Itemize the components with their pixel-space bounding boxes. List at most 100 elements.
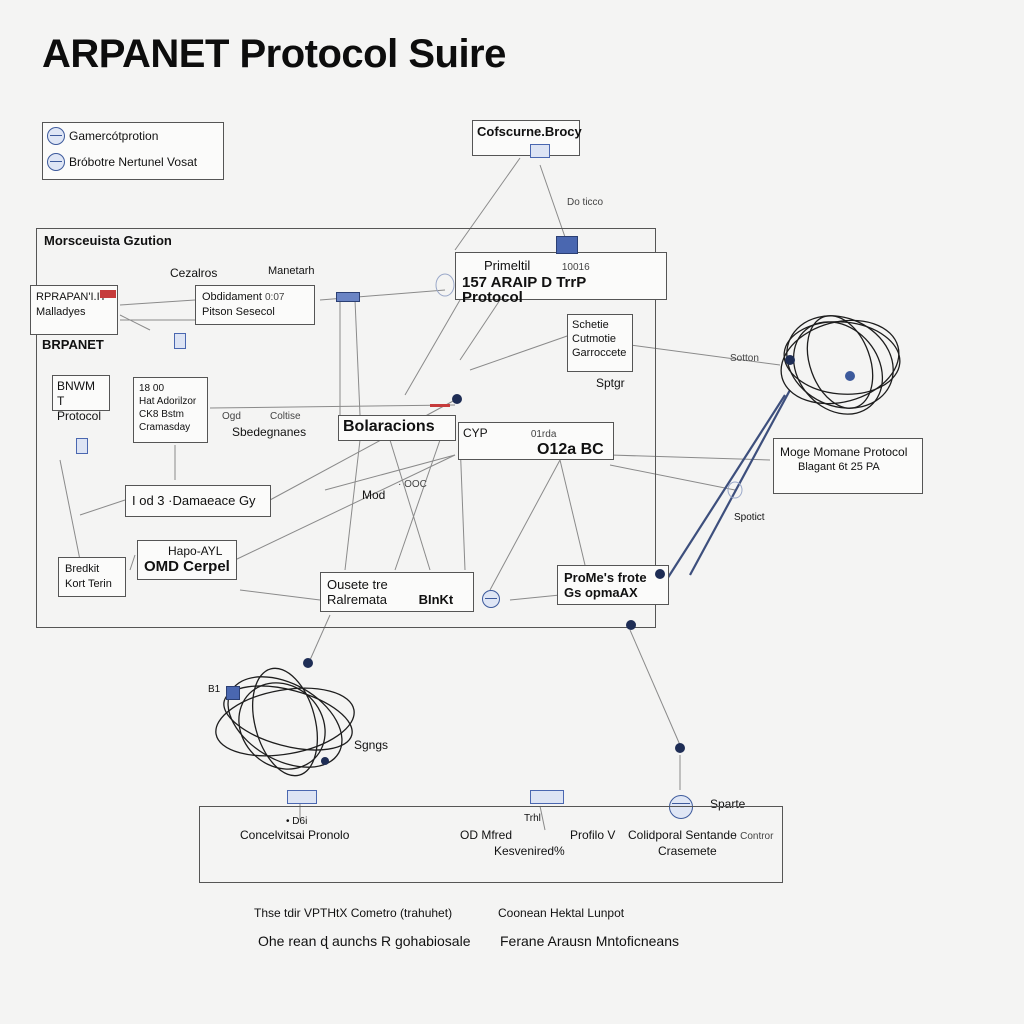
bottom-label: Kesvenired% xyxy=(494,844,565,858)
node-icon xyxy=(556,236,578,254)
node-line: Gs opmaAX xyxy=(564,585,638,600)
node-label: Coltise xyxy=(270,411,301,422)
junction-dot xyxy=(452,394,462,404)
node-label: Ogd xyxy=(222,411,241,422)
bottom-label: • D6i xyxy=(286,816,308,827)
page-title: ARPANET Protocol Suire xyxy=(42,32,506,76)
node-line: Ousete tre xyxy=(327,577,388,592)
bnwt-node: BNWM T Protocol xyxy=(52,375,110,423)
top-node: Cofscurne.Brocy xyxy=(472,120,582,156)
node-line: I od 3 ·Damaeace Gy xyxy=(132,493,256,508)
node-label: BRPANET xyxy=(42,337,104,352)
globe-icon xyxy=(482,590,500,608)
node-icon xyxy=(76,438,88,454)
iod-node: I od 3 ·Damaeace Gy xyxy=(125,485,271,517)
bottom-label: OD Mfred xyxy=(460,828,513,842)
junction-dot xyxy=(303,658,313,668)
legend-item: Bróbotre Nertunel Vosat xyxy=(43,149,223,175)
junction-dot xyxy=(675,743,685,753)
node-line: RPRAPAN'I.IT xyxy=(36,291,107,303)
node-label: Sgngs xyxy=(354,738,389,752)
node-icon xyxy=(174,333,186,349)
junction-dot xyxy=(626,620,636,630)
globe-icon xyxy=(47,153,65,171)
node-num: 0:07 xyxy=(265,292,285,303)
node-line: BNWM T xyxy=(57,379,95,408)
footer-text: Thse tdir VPTHtX Cometro (trahuhet) xyxy=(254,906,453,920)
bottom-frame xyxy=(199,806,783,883)
promes-node: ProMe's frote Gs opmaAX xyxy=(557,565,669,605)
node-line: OMD Cerpel xyxy=(144,558,230,575)
junction-dot xyxy=(845,371,855,381)
node-line: Schetie xyxy=(572,319,609,331)
bottom-label: · Contror xyxy=(734,831,774,842)
hat-node: 18 00 Hat Adorilzor CK8 Bstm Cramasday xyxy=(133,377,208,443)
node-icon xyxy=(530,144,550,158)
node-line: Cutmotie xyxy=(572,333,617,345)
legend-item: Gamercótprotion xyxy=(43,123,223,149)
junction-dot xyxy=(321,757,329,765)
node-line: Hat Adorilzor xyxy=(139,396,197,407)
node-title: Bolaracions xyxy=(343,418,435,435)
node-line: Hapo-AYL xyxy=(168,544,223,558)
bredhit-node: Bredkit Kort Terin xyxy=(58,557,126,597)
status-bar xyxy=(100,290,116,298)
junction-dot xyxy=(785,355,795,365)
node-label: Mod xyxy=(362,488,386,502)
node-label: Cezalros xyxy=(170,266,218,280)
node-line: Moge Momane Protocol xyxy=(780,445,908,459)
node-num: 10016 xyxy=(561,262,590,273)
bolaracions-node: Bolaracions xyxy=(338,415,456,441)
node-icon xyxy=(530,790,564,804)
footer-text: Ohe rean ɖ aunchs R gohabiosale xyxy=(258,933,471,949)
junction-dot xyxy=(655,569,665,579)
top-note: Do ticco xyxy=(567,197,604,208)
node-label: Spotict xyxy=(734,512,765,523)
status-bar xyxy=(430,404,450,407)
node-line: Bredkit xyxy=(65,563,100,575)
bottom-label: Colidporal Sentande xyxy=(628,828,737,842)
link-icon xyxy=(336,292,360,302)
node-label: · OOC xyxy=(398,479,427,490)
node-label: Manetarh xyxy=(268,265,315,277)
node-tag: BInKt xyxy=(418,592,454,607)
node-label: B1 xyxy=(208,684,221,695)
cluster-frame xyxy=(36,228,656,628)
node-line: 157 ARAIP D TrrP Protocol xyxy=(462,274,586,306)
legend-label: Gamercótprotion xyxy=(69,128,159,143)
cluster-label: Morsceuista Gzution xyxy=(44,233,172,248)
node-line: Obdidament xyxy=(202,291,262,303)
node-label: Sotton xyxy=(730,353,759,364)
primary-node: Primeltil 10016 157 ARAIP D TrrP Protoco… xyxy=(455,252,667,305)
hapo-node: Hapo-AYL OMD Cerpel xyxy=(137,540,237,580)
legend: Gamercótprotion Bróbotre Nertunel Vosat xyxy=(42,122,224,180)
obdidament-node: Obdidament 0:07 Pitson Sesecol xyxy=(195,285,315,325)
node-line: CYP xyxy=(463,426,488,440)
node-label: Sbedegnanes xyxy=(232,425,307,439)
node-line: Ralremata xyxy=(327,592,387,607)
node-line: Cramasday xyxy=(139,422,191,433)
node-line: Kort Terin xyxy=(65,578,112,590)
node-line: O12a BC xyxy=(537,441,604,458)
node-line: 18 00 xyxy=(139,383,165,394)
globe-icon xyxy=(47,127,65,145)
node-line: ProMe's frote xyxy=(564,570,647,585)
bottom-label: Concelvitsai Pronolo xyxy=(240,828,350,842)
schetie-node: Schetie Cutmotie Garroccete xyxy=(567,314,633,372)
node-line: Malladyes xyxy=(36,306,86,318)
legend-label: Bróbotre Nertunel Vosat xyxy=(69,154,198,169)
cyp-node: CYP 01rda O12a BC xyxy=(458,422,614,460)
bottom-label: Crasemete xyxy=(658,844,717,858)
top-node-label: Cofscurne.Brocy xyxy=(477,124,582,139)
node-line: Primeltil xyxy=(484,258,531,273)
ousete-node: Ousete tre Ralremata BInKt xyxy=(320,572,474,612)
globe-icon xyxy=(669,795,693,819)
bottom-label: Profilo V xyxy=(570,828,616,842)
footer-text: Ferane Arausn Mntoficneans xyxy=(500,933,679,949)
node-line: Pitson Sesecol xyxy=(202,306,275,318)
node-line: Blagant 6t 25 PA xyxy=(798,461,880,473)
node-num: 01rda xyxy=(530,429,557,440)
node-line: CK8 Bstm xyxy=(139,409,185,420)
node-label: Sptgr xyxy=(596,376,625,390)
